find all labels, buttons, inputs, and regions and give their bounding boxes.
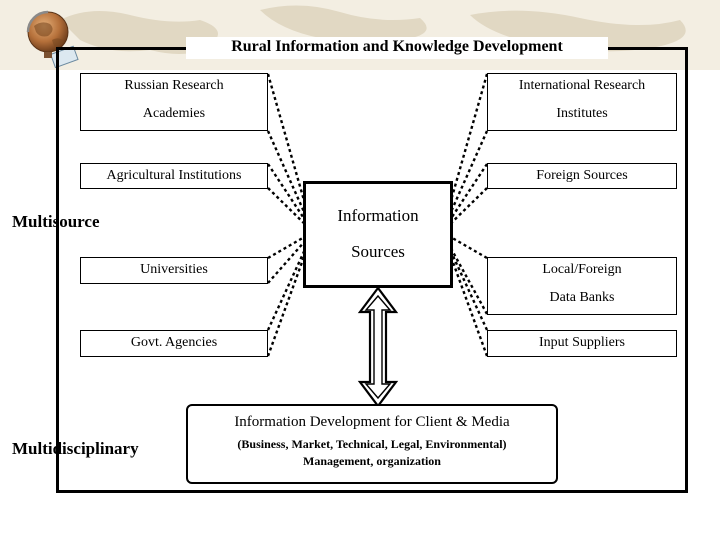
multidisciplinary-label: Multidisciplinary [12,439,139,458]
bottom-line1: (Business, Market, Technical, Legal, Env… [237,437,507,451]
box-label: Russian Research [124,78,224,93]
box-label: Govt. Agencies [130,335,218,350]
box-label: Data Banks [549,290,615,305]
box-label: Universities [140,262,208,277]
box-label: Institutes [556,106,608,121]
box-universities: Universities [80,257,268,284]
information-sources-box: Information Sources [303,181,453,288]
box-label: Academies [142,106,206,121]
information-development-box: Information Development for Client & Med… [186,404,558,484]
box-foreign-sources: Foreign Sources [487,163,677,189]
bottom-line2: Management, organization [303,454,441,468]
box-russian-research: Russian Research Academies [80,73,268,131]
box-label: International Research [518,78,646,93]
bottom-heading: Information Development for Client & Med… [234,414,510,430]
box-international-research: International Research Institutes [487,73,677,131]
box-label: Input Suppliers [539,335,625,350]
box-data-banks: Local/Foreign Data Banks [487,257,677,315]
center-label: Information [337,206,419,225]
box-label: Agricultural Institutions [106,168,242,183]
box-govt-agencies: Govt. Agencies [80,330,268,357]
box-label: Local/Foreign [542,262,622,277]
box-label: Foreign Sources [536,168,628,183]
diagram-title: Rural Information and Knowledge Developm… [186,37,608,59]
box-agricultural: Agricultural Institutions [80,163,268,189]
box-input-suppliers: Input Suppliers [487,330,677,357]
multisource-label: Multisource [12,212,100,231]
globe-icon [26,10,79,68]
center-label: Sources [351,242,405,261]
